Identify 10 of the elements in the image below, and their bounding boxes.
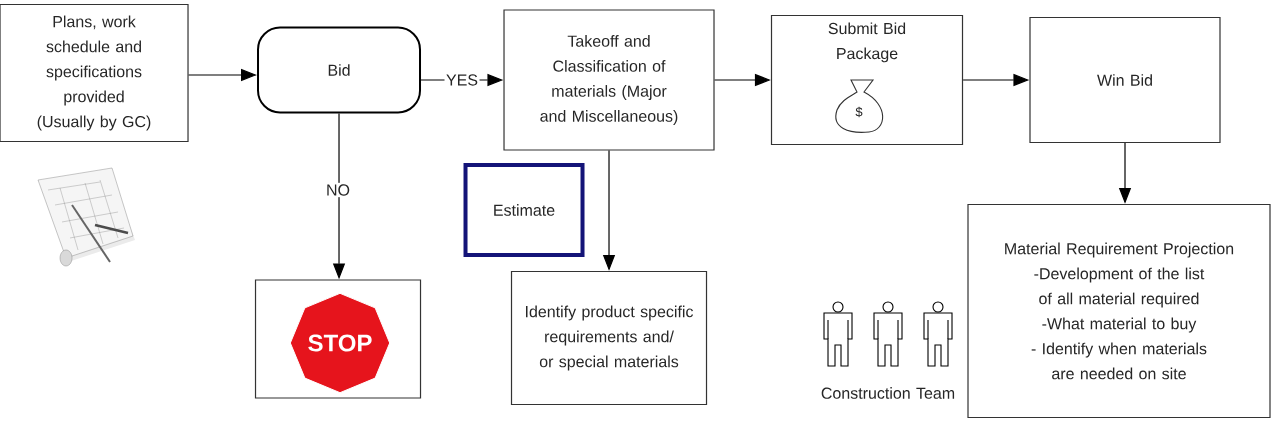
- process-box: Win Bid: [1029, 16, 1221, 144]
- process-box: Takeoff and Classification of materials (Major and Miscellaneous): [503, 9, 715, 151]
- process-box: Material Requirement Projection -Development of the list of all material required -What material to buy - Identify when materials are needed on site: [967, 203, 1271, 419]
- process-box: Identify product specific requirements and/ or special materials: [510, 270, 708, 406]
- stop-sign: STOP: [289, 292, 391, 394]
- estimate-box: Estimate: [463, 163, 585, 257]
- edge-label: YES: [444, 72, 480, 88]
- edge-label: NO: [324, 182, 352, 198]
- decision-box: Bid: [257, 26, 421, 114]
- process-box: Plans, work schedule and specifications provided (Usually by GC): [0, 3, 189, 143]
